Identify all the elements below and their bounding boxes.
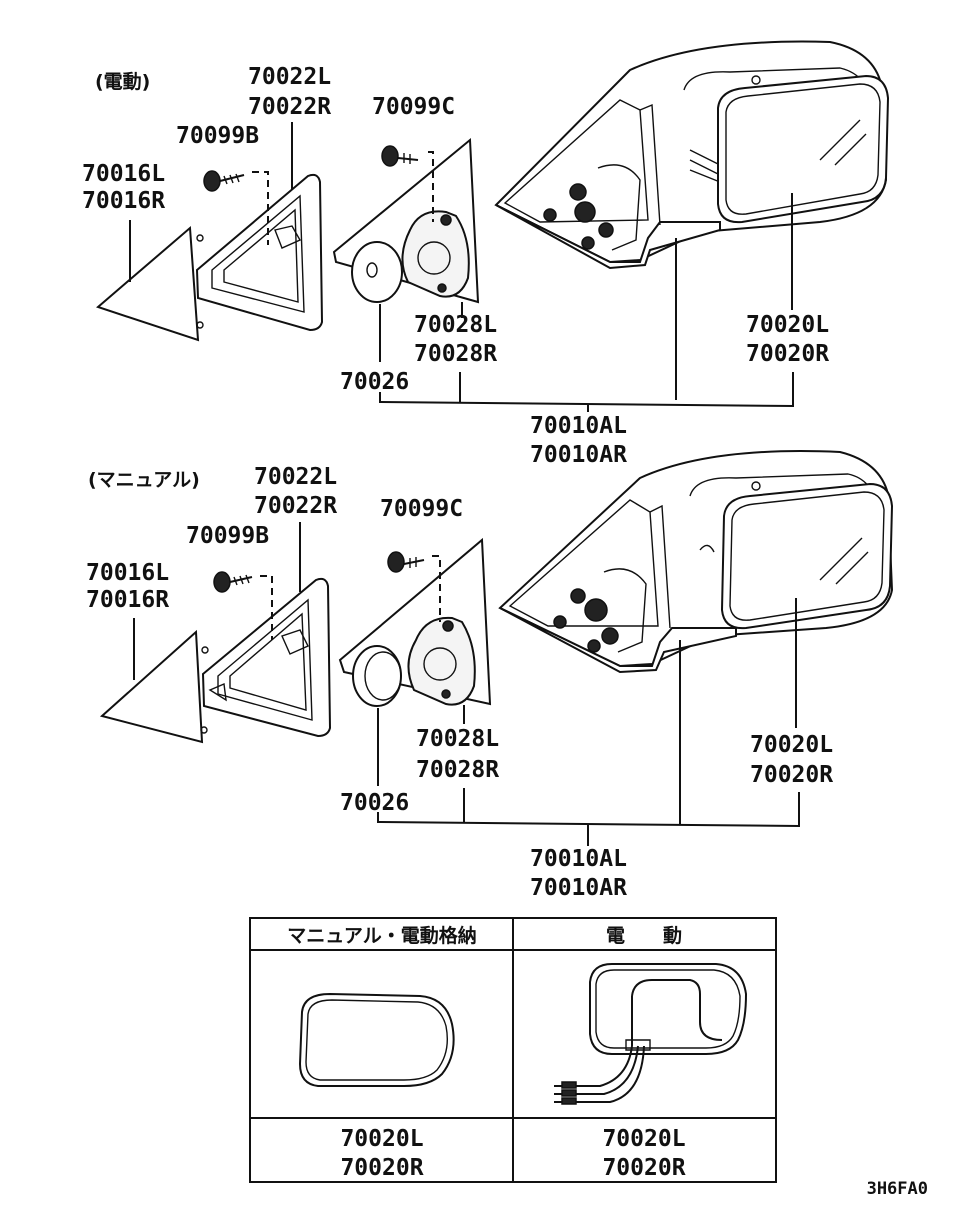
part-number-label: 70028R <box>416 757 499 783</box>
section-heading: (マニュアル) <box>88 469 200 491</box>
part-number-label: 70020R <box>746 341 829 367</box>
table-part-number: 70020R <box>602 1155 685 1181</box>
part-number-label: 70020R <box>750 762 833 788</box>
gasket-70022-illustration <box>195 173 324 332</box>
glass-heated-illustration <box>554 963 748 1105</box>
table-part-number: 70020R <box>340 1155 423 1181</box>
part-number-label: 70099C <box>372 94 455 120</box>
screw-70099b-illustration <box>203 170 245 192</box>
part-number-label: 70010AR <box>530 442 627 468</box>
part-number-label: 70016R <box>82 188 165 214</box>
figure-code: 3H6FA0 <box>867 1179 928 1199</box>
part-number-label: 70016R <box>86 587 169 613</box>
table-header: マニュアル・電動格納 <box>287 924 476 947</box>
table-part-number: 70020L <box>340 1126 423 1152</box>
bolt-70099c-illustration <box>387 551 425 573</box>
part-number-label: 70026 <box>340 790 409 816</box>
bolt-70099c-illustration <box>381 145 419 167</box>
mirror-glass-70020-illustration <box>717 74 890 224</box>
part-number-label: 70022R <box>248 94 331 120</box>
part-number-label: 70028L <box>414 312 497 338</box>
table-part-number: 70020L <box>602 1126 685 1152</box>
cover-70016-illustration <box>99 629 209 744</box>
part-number-label: 70016L <box>86 560 169 586</box>
part-number-label: 70026 <box>340 369 409 395</box>
section-heading: (電動) <box>95 71 150 93</box>
part-number-label: 70099B <box>176 123 259 149</box>
screw-70099b-illustration <box>213 571 253 593</box>
part-number-label: 70010AL <box>530 413 627 439</box>
part-number-label: 70020L <box>750 732 833 758</box>
table-header: 電 動 <box>606 925 682 947</box>
cover-70016-illustration <box>96 225 204 342</box>
section-electric: (電動) 70022L 70022R 70099B 70016L 70016R … <box>82 40 890 468</box>
part-number-label: 70028R <box>414 341 497 367</box>
cap-70026-illustration <box>351 241 403 303</box>
variant-table: マニュアル・電動格納 電 動 70020L 70020R 70020L 7002… <box>249 917 777 1183</box>
part-number-label: 70010AL <box>530 846 627 872</box>
part-number-label: 70020L <box>746 312 829 338</box>
mirror-glass-70020-illustration <box>720 482 894 630</box>
gasket-70022-illustration <box>201 577 332 738</box>
part-number-label: 70022L <box>248 64 331 90</box>
part-number-label: 70022R <box>254 493 337 519</box>
part-number-label: 70099B <box>186 523 269 549</box>
part-number-label: 70016L <box>82 161 165 187</box>
part-number-label: 70010AR <box>530 875 627 901</box>
cap-70026-illustration <box>352 645 402 707</box>
section-manual: (マニュアル) 70022L 70022R 70099B 70016L 7001… <box>86 450 894 901</box>
glass-plain-illustration <box>298 992 455 1087</box>
part-number-label: 70099C <box>380 496 463 522</box>
part-number-label: 70022L <box>254 464 337 490</box>
part-number-label: 70028L <box>416 726 499 752</box>
